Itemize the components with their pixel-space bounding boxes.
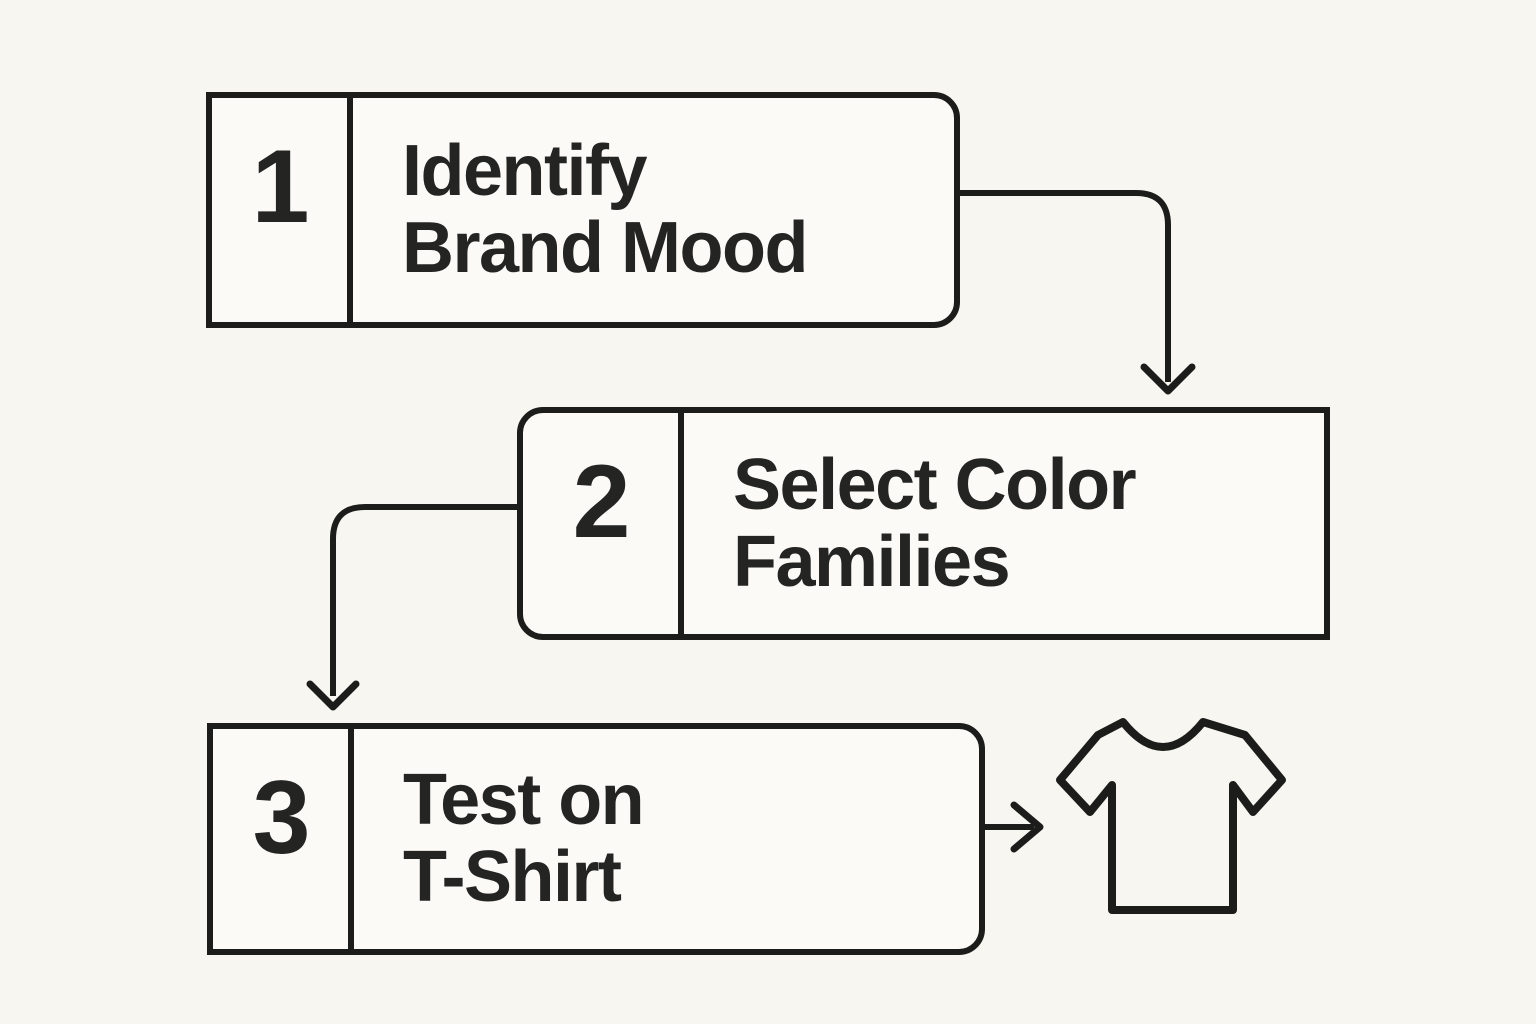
step-1-label: Identify Brand Mood bbox=[402, 131, 808, 288]
step-box-1: 1 Identify Brand Mood bbox=[206, 92, 960, 328]
tshirt-icon bbox=[1056, 718, 1286, 914]
step-2-label: Select Color Families bbox=[733, 444, 1137, 602]
arrowhead-down-icon bbox=[1140, 363, 1196, 395]
step-2-number: 2 bbox=[523, 413, 684, 634]
step-1-number: 1 bbox=[212, 98, 353, 322]
step-box-3: 3 Test on T-Shirt bbox=[207, 723, 985, 955]
arrowhead-down-icon bbox=[306, 680, 360, 711]
arrow-step1-to-step2 bbox=[960, 190, 1196, 395]
step-box-2: 2 Select Color Families bbox=[517, 407, 1330, 640]
step-3-number: 3 bbox=[213, 729, 354, 949]
arrow-step3-to-tshirt bbox=[985, 801, 1044, 853]
arrowhead-right-icon bbox=[1010, 801, 1044, 853]
arrow-step2-to-step3 bbox=[306, 504, 517, 711]
step-3-label: Test on T-Shirt bbox=[403, 760, 645, 917]
